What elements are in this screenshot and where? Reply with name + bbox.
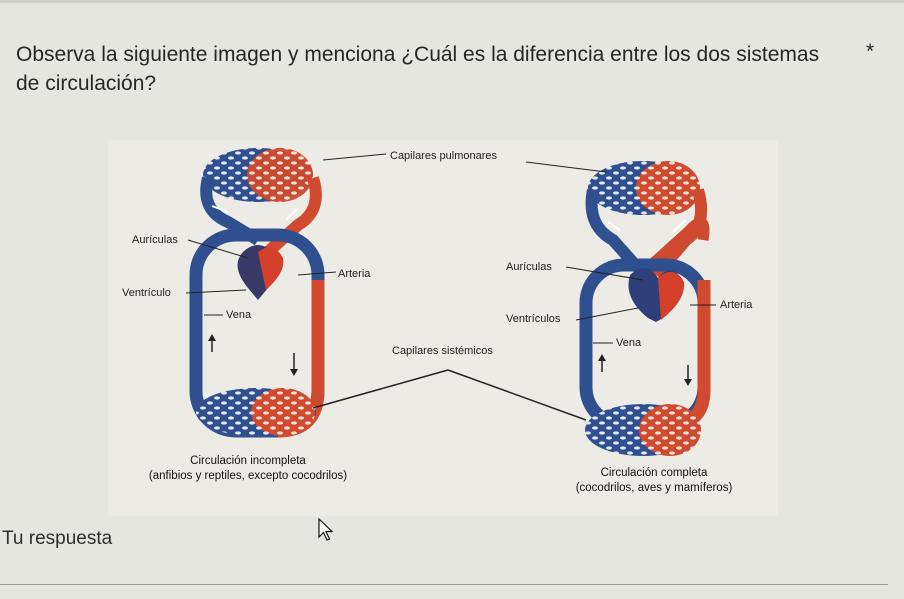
label-vena-left: Vena (226, 309, 252, 321)
caption-right-title: Circulación completa (600, 467, 708, 479)
label-ventriculo-left: Ventrículo (122, 287, 171, 299)
label-auriculas-right: Aurículas (506, 261, 552, 273)
circulation-diagram: Capilares pulmonares Aurículas Ventrícul… (108, 140, 778, 516)
circulation-illustration (185, 148, 716, 456)
label-arteria-left: Arteria (338, 268, 371, 280)
left-diagram (185, 148, 449, 438)
label-capilares-sistemicos: Capilares sistémicos (392, 345, 493, 357)
right-diagram (447, 161, 716, 456)
label-auriculas-left: Aurículas (132, 234, 178, 246)
answer-label: Tu respuesta (2, 528, 113, 549)
label-ventriculos-right: Ventrículos (506, 313, 561, 325)
caption-right-subtitle: (cocodrilos, aves y mamíferos) (575, 482, 733, 494)
caption-left-title: Circulación incompleta (190, 455, 306, 467)
required-asterisk: * (866, 40, 875, 63)
label-vena-right: Vena (616, 337, 642, 349)
caption-right: Circulación completa (cocodrilos, aves y… (536, 466, 772, 496)
caption-left-subtitle: (anfibios y reptiles, excepto cocodrilos… (148, 470, 348, 482)
top-divider (0, 0, 904, 3)
label-capilares-pulmonares: Capilares pulmonares (390, 150, 497, 162)
question-title: Observa la siguiente imagen y menciona ¿… (16, 43, 820, 95)
caption-left: Circulación incompleta (anfibios y repti… (128, 454, 368, 484)
mouse-pointer-icon (318, 518, 334, 541)
answer-input[interactable] (0, 560, 888, 585)
label-arteria-right: Arteria (720, 299, 753, 311)
